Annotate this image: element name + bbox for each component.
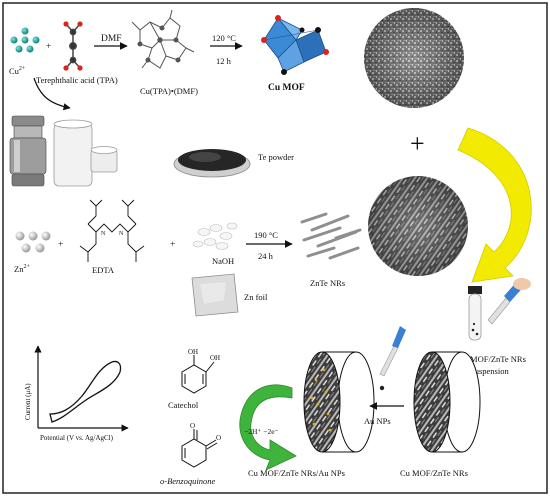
electrode-au-modified	[303, 351, 375, 453]
plus-sign-1: +	[46, 42, 51, 52]
cu-mof-label: Cu MOF	[268, 83, 305, 93]
mof-temp-label: 120 °C	[212, 33, 236, 43]
edta-n-left: N	[101, 231, 106, 237]
catechol-molecule	[181, 355, 215, 394]
plus-sign-2: +	[58, 240, 63, 250]
zn-foil-label: Zn foil	[244, 292, 268, 302]
pipette-hand	[487, 278, 531, 325]
tpa-molecule	[63, 21, 83, 71]
yellow-flow-arrow	[457, 127, 532, 283]
te-powder-dish	[173, 149, 251, 178]
teflon-cap	[90, 146, 118, 173]
electrode-mof-znte-label: Cu MOF/ZnTe NRs	[400, 468, 468, 478]
zn-foil	[191, 273, 239, 317]
edta-structure	[79, 199, 145, 262]
te-powder-label: Te powder	[258, 152, 294, 162]
zn-ion-spheres	[15, 231, 51, 253]
znte-temp-label: 190 °C	[254, 230, 278, 240]
teflon-liner	[53, 119, 93, 187]
plus-sign-3: +	[170, 240, 175, 250]
catechol-label: Catechol	[168, 400, 199, 410]
suspension-vial	[468, 286, 482, 341]
zn-ion-label: Zn2+	[14, 264, 30, 274]
naoh-label: NaOH	[212, 256, 234, 266]
suspension-label-1: Cu MOF/ZnTe NRs	[458, 354, 526, 364]
autoclave-steel	[9, 115, 47, 187]
znte-nanorods	[300, 212, 362, 260]
znte-time-label: 24 h	[258, 251, 274, 261]
cv-plot	[34, 345, 129, 432]
suspension-label-2: Suspension	[470, 366, 509, 376]
catechol-oh-2: OH	[210, 354, 220, 362]
electrode-au-label: Cu MOF/ZnTe NRs/Au NPs	[248, 468, 345, 478]
dmf-label: DMF	[101, 34, 122, 44]
znte-label: ZnTe NRs	[310, 278, 345, 288]
cv-xlabel: Potential (V vs. Ag/AgCl)	[40, 434, 114, 442]
electrode-mof-znte	[413, 351, 481, 453]
edta-n-right: N	[119, 231, 124, 237]
au-label: Au NPs	[364, 416, 391, 426]
complex-molecule	[131, 9, 195, 69]
green-reaction-arrow	[239, 384, 297, 471]
cv-ylabel: Current (μA)	[24, 383, 32, 420]
edta-label: EDTA	[92, 265, 115, 275]
tpa-label: Terephthalic acid (TPA)	[36, 75, 118, 85]
cu-ion-spheres	[10, 27, 40, 53]
cu-mof-structure	[261, 15, 329, 75]
naoh-pellets	[192, 222, 238, 250]
catechol-oh-1: OH	[188, 348, 198, 356]
reaction-label: −2H⁺ −2e⁻	[244, 427, 279, 436]
benzoquinone-o-2: O	[216, 434, 221, 442]
benzoquinone-label: o-Benzoquinone	[160, 476, 215, 486]
benzoquinone-molecule	[181, 429, 218, 468]
mof-time-label: 12 h	[216, 56, 232, 66]
au-pipette	[379, 326, 406, 391]
to-autoclave-arrow	[33, 77, 71, 111]
benzoquinone-o-1: O	[190, 422, 195, 430]
big-plus-sign: +	[410, 129, 425, 158]
cu-ion-label: Cu2+	[9, 66, 26, 76]
complex-label: Cu(TPA)•(DMF)	[140, 86, 198, 96]
